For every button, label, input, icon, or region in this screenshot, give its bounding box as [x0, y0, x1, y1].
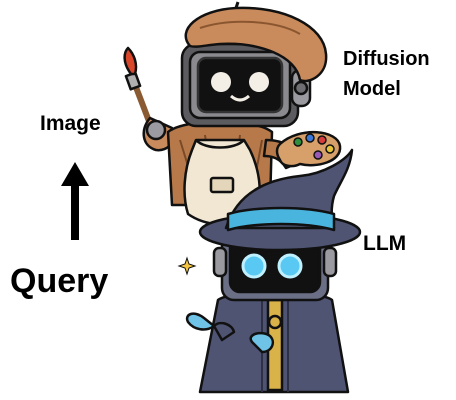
arrow-shape	[61, 162, 89, 240]
palette-icon	[275, 131, 342, 168]
wizard-robot-illustration	[185, 148, 362, 394]
llm-label: LLM	[363, 232, 407, 255]
image-label: Image	[40, 112, 101, 135]
query-label: Query	[10, 262, 109, 300]
sparkle-icon	[177, 256, 197, 276]
painter-robot-illustration	[123, 1, 342, 226]
diffusion-label-line2: Model	[343, 78, 401, 100]
diffusion-label-line1: Diffusion	[343, 48, 430, 70]
diffusion-model-label: Diffusion Model	[343, 44, 430, 104]
up-arrow-icon	[61, 162, 89, 240]
